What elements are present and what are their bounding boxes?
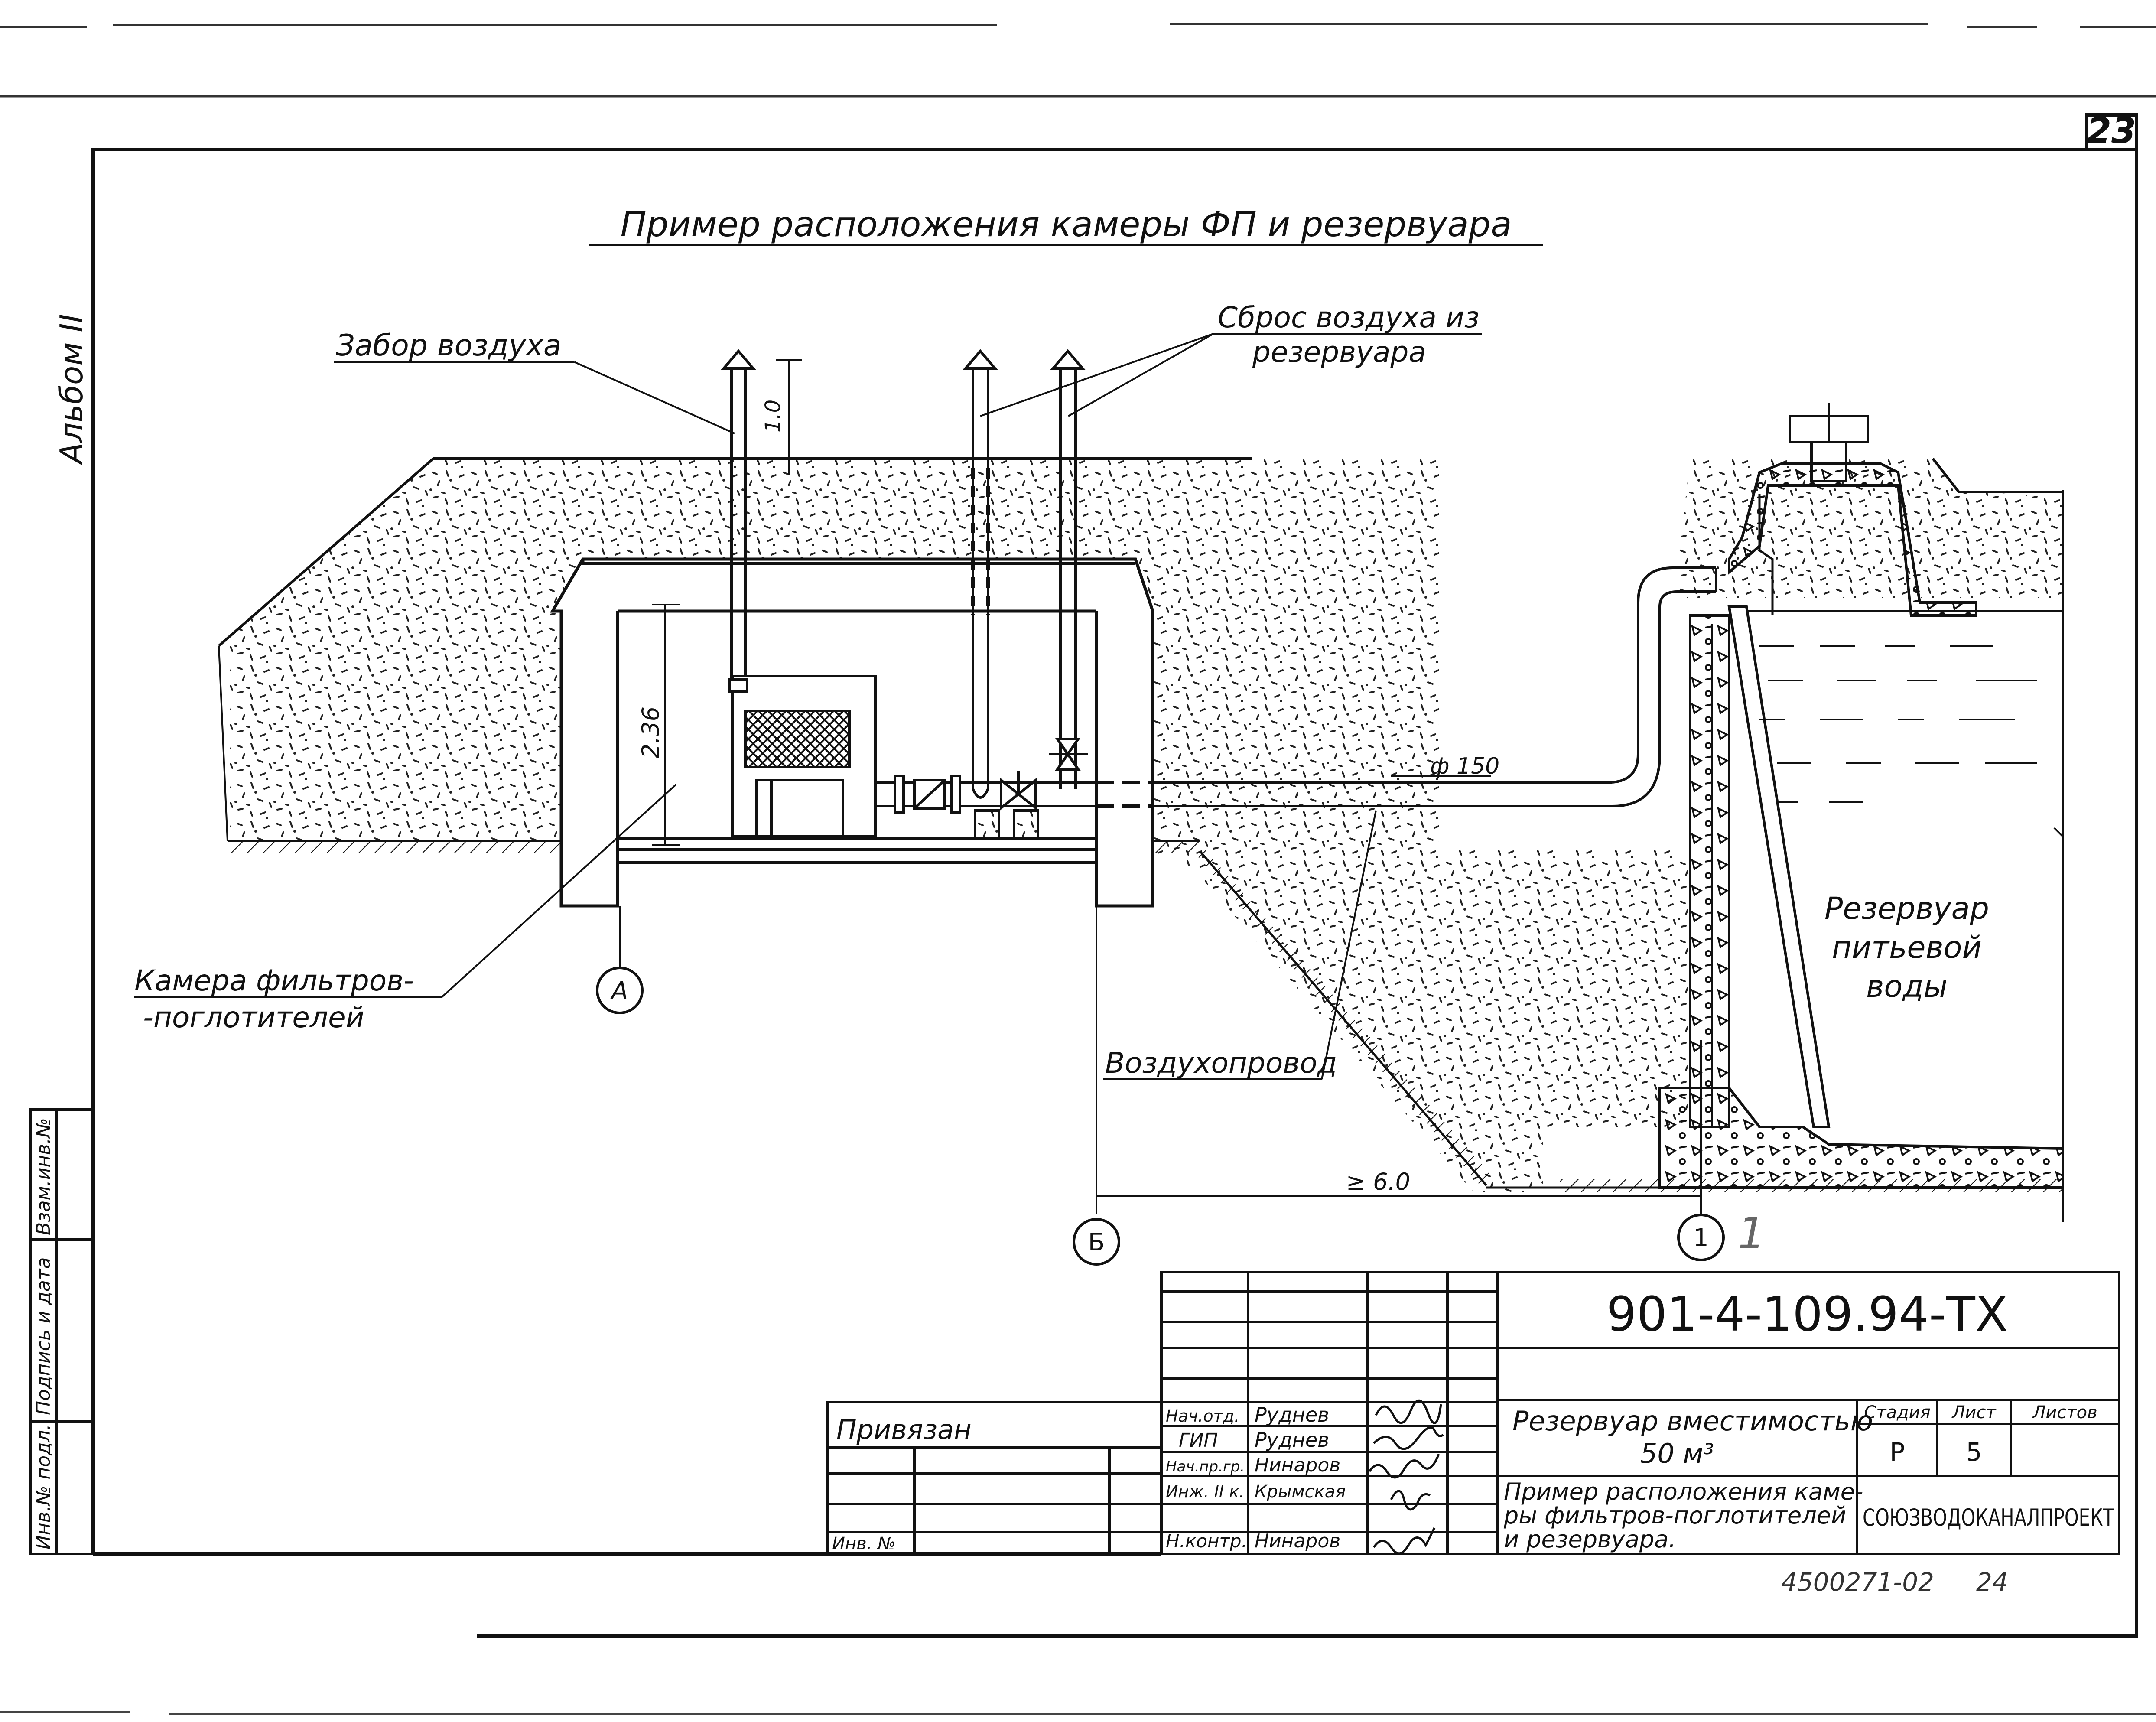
svg-text:Пример расположения камеры ФП: Пример расположения камеры ФП и резервуа… bbox=[621, 204, 1512, 244]
dim-pipe-diameter: ф 150 bbox=[1430, 753, 1499, 779]
axis-marker-1: 1 bbox=[1677, 1214, 1725, 1261]
label-air-discharge-1: Сброс воздуха из bbox=[1218, 301, 1480, 334]
side-stamp-replace: Взам.инв.№ bbox=[33, 1118, 55, 1235]
scan-bottom-lines bbox=[0, 1711, 2156, 1715]
pipe-dashes bbox=[730, 468, 1077, 615]
signatures bbox=[1368, 1399, 1444, 1555]
sheet-value: 5 bbox=[1966, 1437, 1982, 1467]
svg-text:1: 1 bbox=[1693, 1224, 1709, 1252]
name-1: Руднев bbox=[1255, 1428, 1329, 1452]
ground-base-hatch bbox=[228, 840, 2063, 1192]
sheet-label: Лист bbox=[1951, 1403, 1997, 1423]
drawing-title: Пример расположения камеры ФП и резервуа… bbox=[589, 204, 1543, 246]
organization: СОЮЗВОДОКАНАЛПРОЕКТ bbox=[1863, 1504, 2114, 1531]
svg-text:Подпись и дата: Подпись и дата bbox=[33, 1257, 55, 1415]
binding-label: Привязан bbox=[836, 1414, 972, 1445]
dim-min-distance: ≥ 6.0 bbox=[1346, 1168, 1410, 1195]
label-reservoir-1: Резервуар bbox=[1824, 891, 1989, 926]
axis-marker-b: Б bbox=[1073, 1218, 1120, 1266]
title-block-volume: 50 м³ bbox=[1640, 1438, 1714, 1469]
name-0: Руднев bbox=[1255, 1403, 1329, 1426]
soil-right bbox=[1148, 458, 2064, 1222]
role-1: ГИП bbox=[1179, 1429, 1218, 1452]
svg-text:А: А bbox=[610, 977, 628, 1005]
axis-marker-a: А bbox=[596, 967, 644, 1014]
label-reservoir-2: питьевой bbox=[1832, 930, 1982, 965]
svg-text:2.36: 2.36 bbox=[637, 706, 664, 758]
title-block-drawing-3: и резервуара. bbox=[1504, 1526, 1676, 1553]
role-0: Нач.отд. bbox=[1166, 1406, 1239, 1426]
label-air-discharge-2: резервуара bbox=[1252, 335, 1426, 369]
air-duct-pipe bbox=[875, 566, 1717, 807]
role-3: Инж. II к. bbox=[1166, 1482, 1244, 1501]
side-stamp-inv: Инв.№ подл. bbox=[33, 1424, 55, 1549]
label-reservoir-3: воды bbox=[1866, 969, 1948, 1004]
side-stamp bbox=[29, 1108, 94, 1555]
filter-absorber-unit bbox=[731, 675, 877, 838]
dim-pipe-height: 1.0 bbox=[761, 400, 785, 433]
title-block-drawing-2: ры фильтров-поглотителей bbox=[1503, 1502, 1846, 1529]
dim-chamber-height: 2.36 bbox=[637, 706, 664, 758]
name-2: Нинаров bbox=[1255, 1454, 1340, 1476]
side-stamp-signature: Подпись и дата bbox=[33, 1257, 55, 1415]
page-number: 23 bbox=[2087, 111, 2136, 152]
role-4: Н.контр. bbox=[1166, 1530, 1247, 1552]
names-column: Руднев Руднев Нинаров Крымская Нинаров bbox=[1255, 1403, 1346, 1552]
dimension-lines bbox=[619, 359, 1702, 1222]
title-block-drawing-1: Пример расположения каме- bbox=[1504, 1478, 1863, 1505]
stage-label: Стадия bbox=[1864, 1403, 1930, 1423]
scan-top-lines bbox=[0, 23, 2156, 98]
svg-text:Альбом II: Альбом II bbox=[53, 314, 90, 465]
svg-text:Б: Б bbox=[1088, 1228, 1105, 1257]
label-air-intake: Забор воздуха bbox=[336, 329, 562, 363]
title-block-code: 901-4-109.94-ТХ bbox=[1606, 1286, 2008, 1342]
binding-block bbox=[826, 1401, 1163, 1555]
archive-page: 24 bbox=[1976, 1567, 2008, 1597]
binding-inv: Инв. № bbox=[832, 1534, 896, 1554]
label-chamber-2: -поглотителей bbox=[143, 1001, 364, 1034]
air-duct-dashes bbox=[1096, 781, 1153, 808]
album-label: Альбом II bbox=[53, 314, 90, 465]
name-4: Нинаров bbox=[1255, 1530, 1340, 1552]
reservoir bbox=[1658, 403, 2064, 1189]
role-2: Нач.пр.гр. bbox=[1166, 1458, 1245, 1475]
valves bbox=[894, 738, 1088, 840]
leader-lines bbox=[134, 333, 1482, 1080]
svg-text:Инв.№ подл.: Инв.№ подл. bbox=[33, 1424, 55, 1549]
archive-number: 4500271-02 bbox=[1781, 1567, 1934, 1597]
svg-text:Взам.инв.№: Взам.инв.№ bbox=[33, 1118, 55, 1235]
roles-column: Нач.отд. ГИП Нач.пр.гр. Инж. II к. Н.кон… bbox=[1166, 1406, 1247, 1552]
sheets-label: Листов bbox=[2032, 1403, 2097, 1423]
name-3: Крымская bbox=[1255, 1482, 1346, 1502]
svg-text:1.0: 1.0 bbox=[761, 400, 785, 433]
axis-handwritten-1: 1 bbox=[1738, 1208, 1766, 1259]
title-block-object: Резервуар вместимостью bbox=[1512, 1405, 1873, 1437]
stage-value: Р bbox=[1890, 1437, 1905, 1467]
label-chamber-1: Камера фильтров- bbox=[134, 964, 414, 997]
title-block-grid bbox=[1160, 1271, 2120, 1555]
label-air-duct: Воздухопровод bbox=[1105, 1046, 1337, 1080]
